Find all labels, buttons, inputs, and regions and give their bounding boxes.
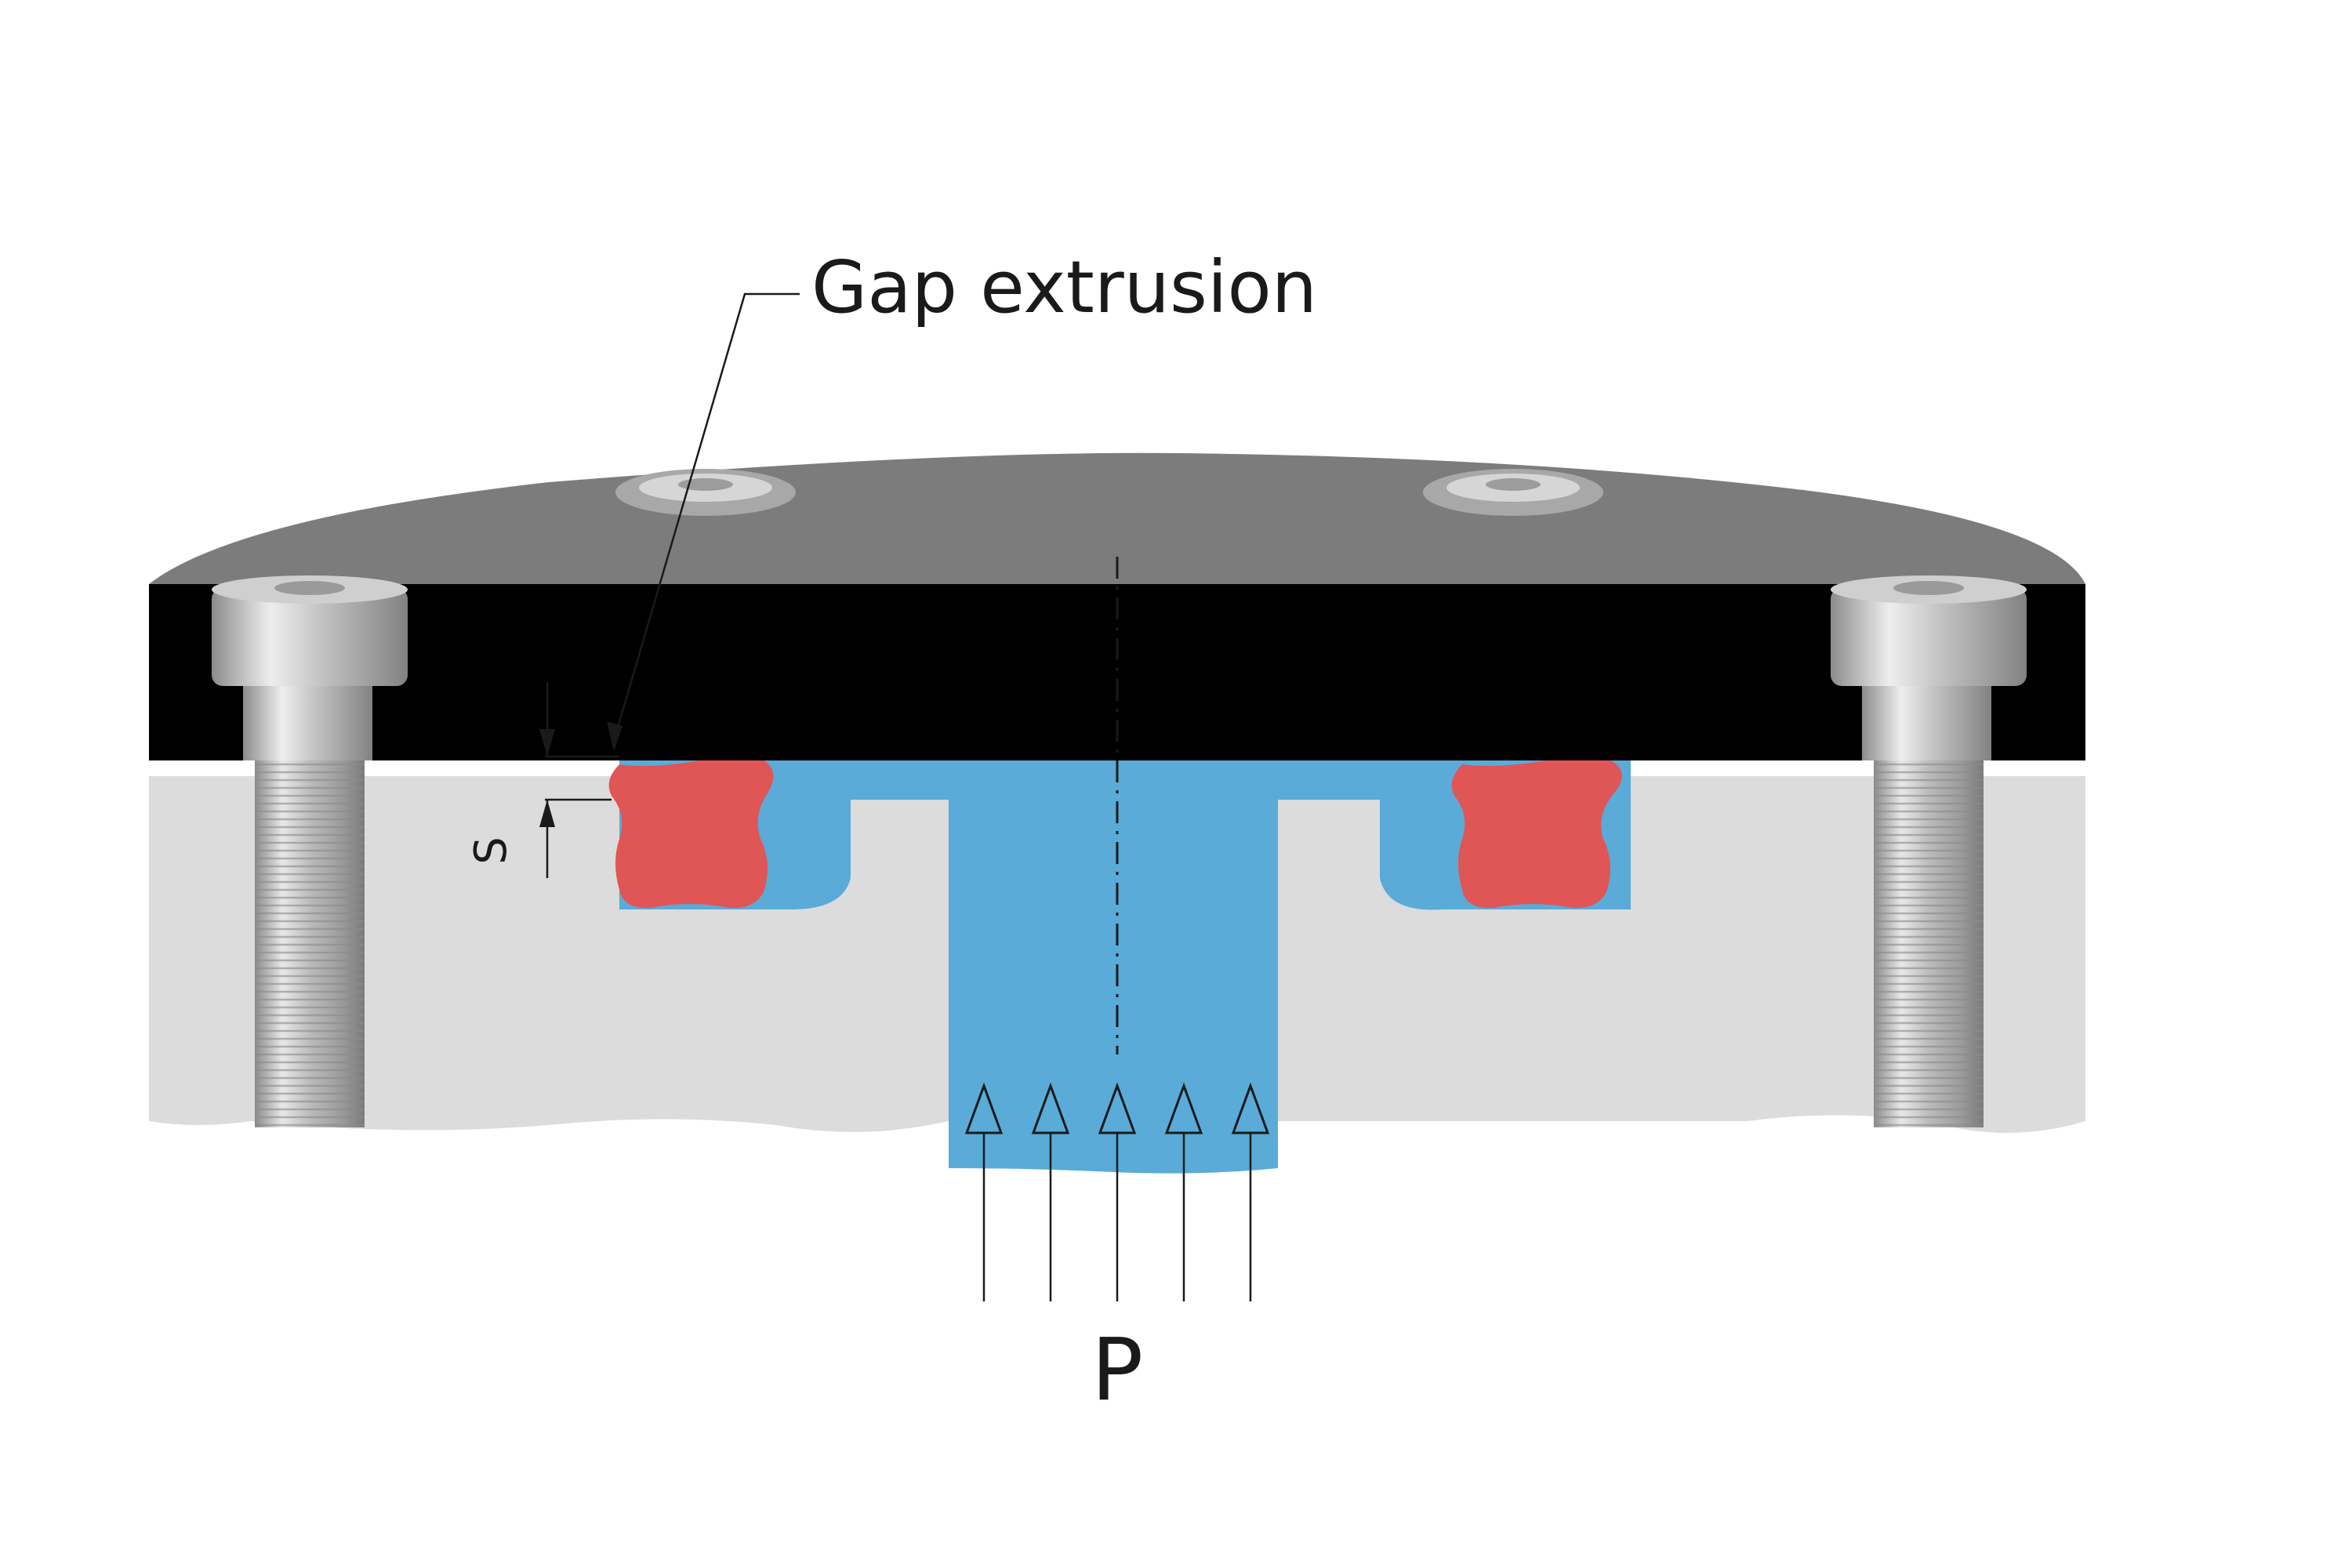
- fluid-channel: [619, 757, 1631, 1174]
- gap-extrusion-leader: [612, 292, 800, 742]
- pressure-arrow-1: [964, 1082, 1004, 1301]
- gap-extrusion-arrowhead: [607, 721, 622, 751]
- pressure-arrow-4: [1164, 1082, 1203, 1301]
- pressure-arrows: [964, 1082, 1270, 1301]
- pressure-label: P: [1091, 1319, 1143, 1420]
- screw-head-top-right: [1423, 469, 1603, 516]
- gap-extrusion-label: Gap extrusion: [811, 245, 1317, 329]
- seal-right: [1451, 757, 1622, 909]
- pressure-arrow-2: [1031, 1082, 1070, 1301]
- pressure-arrow-3: [1098, 1082, 1137, 1301]
- screw-right: [1831, 575, 2027, 1127]
- gap-dimension-label: S: [466, 837, 517, 865]
- screw-head-top-left: [615, 469, 796, 516]
- seal-left: [608, 757, 774, 909]
- screw-left: [212, 575, 408, 1127]
- pressure-arrow-5: [1231, 1082, 1270, 1301]
- gap-dimension: [539, 682, 619, 878]
